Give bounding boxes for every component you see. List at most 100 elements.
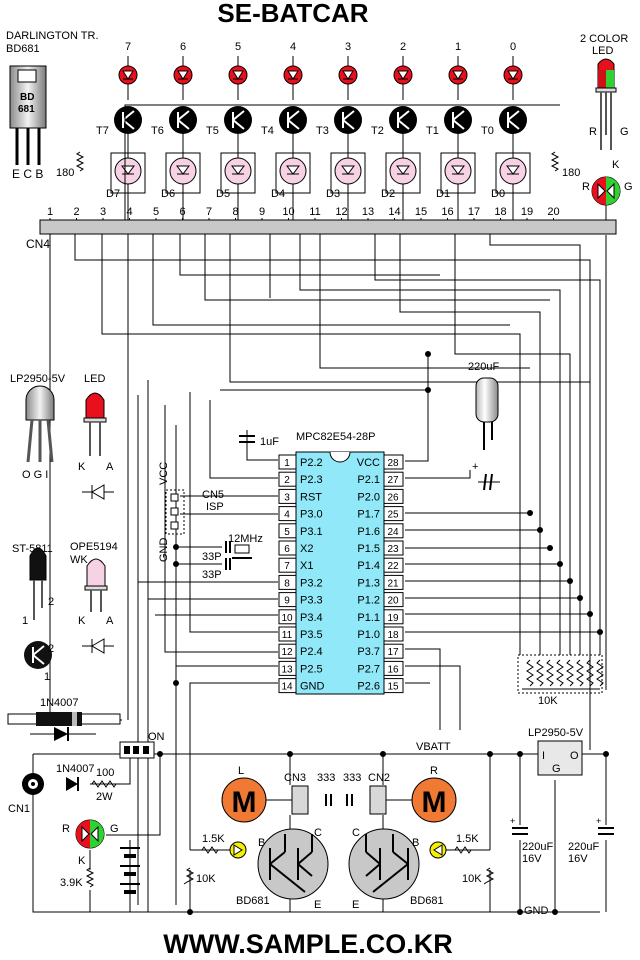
cap-br-plus: + <box>596 816 601 826</box>
mcu-pin-num-8: 8 <box>284 578 290 589</box>
mcu-pin-box <box>383 488 404 504</box>
mcu-pin-num-13: 13 <box>281 664 293 675</box>
res-2w-label: 2W <box>96 791 113 803</box>
mcu-pin-name-15: P2.6 <box>357 681 380 693</box>
mcu-pin-box <box>383 506 404 522</box>
photodiode-D2 <box>385 134 421 220</box>
cn3-label: CN3 <box>284 772 306 784</box>
right-tr-b: B <box>412 837 419 849</box>
isp-vcc-label: VCC <box>158 462 170 485</box>
resnet-element <box>596 659 604 687</box>
mcu-pin-num-5: 5 <box>284 527 290 538</box>
cn4-pin-1: 1 <box>47 206 53 218</box>
transistor-label-T4: T4 <box>261 125 274 137</box>
mcu-pin-box <box>278 678 297 694</box>
res-10k-right: 10K <box>462 873 482 885</box>
footer-url: WWW.SAMPLE.CO.KR <box>163 929 452 959</box>
cn4-pin-7: 7 <box>206 206 212 218</box>
mcu-pin-name-1: P2.2 <box>300 457 323 469</box>
resnet-element <box>546 659 554 687</box>
mcu-pin-box <box>278 609 297 625</box>
ope5194-wk: WK <box>70 554 88 566</box>
mcu-pin-num-26: 26 <box>387 492 399 503</box>
yellow-led-right: 1.5K 10K <box>429 833 495 885</box>
resnet-element <box>576 659 584 687</box>
cn4-pin-9: 9 <box>259 206 265 218</box>
isp-gnd-label: GND <box>158 538 170 563</box>
right-tr-c: C <box>352 827 360 839</box>
cap-333-left: 333 <box>317 772 335 784</box>
mcu-pin-name-10: P3.4 <box>300 612 323 624</box>
cn4-pin-16: 16 <box>441 206 453 218</box>
led-legend-k: K <box>78 461 86 473</box>
mcu-pin-box <box>278 488 297 504</box>
transistor-label-T0: T0 <box>481 125 494 137</box>
transistor-label-T3: T3 <box>316 125 329 137</box>
darlington-label-2: BD681 <box>6 43 40 55</box>
mcu-pin-name-19: P1.1 <box>357 612 380 624</box>
red-led-6 <box>173 56 193 100</box>
switch-on-label: ON <box>148 731 165 743</box>
left-tr-name: BD681 <box>236 895 270 907</box>
mcu-pin-num-2: 2 <box>284 475 290 486</box>
cap-333-right: 333 <box>343 772 361 784</box>
photodiode-D6 <box>165 134 201 220</box>
regulator-label: LP2950-5V <box>528 727 584 739</box>
battery-symbol <box>120 847 140 894</box>
mcu-pin-box <box>383 557 404 573</box>
mcu-pin-box <box>383 471 404 487</box>
mcu-pin-box <box>278 471 297 487</box>
motor-left: L M CN3 333 <box>221 765 335 823</box>
red-led-0 <box>503 56 523 100</box>
st5811-pin1: 1 <box>22 615 28 627</box>
red-led-2 <box>393 56 413 100</box>
mcu-pin-num-14: 14 <box>281 682 293 693</box>
mcu-name: MPC82E54-28P <box>296 431 376 443</box>
mcu-pin-box <box>278 540 297 556</box>
mcu-pin-box <box>278 643 297 659</box>
diode-label-D3: D3 <box>326 188 340 200</box>
mcu-pin-name-24: P1.6 <box>357 526 380 538</box>
cn4-pin-15: 15 <box>415 206 427 218</box>
darlington-body-1: BD <box>20 92 34 103</box>
mcu-pin-num-12: 12 <box>281 647 293 658</box>
led-legend-a: A <box>106 461 114 473</box>
mcu-pin-name-9: P3.3 <box>300 595 323 607</box>
transistor-T0 <box>499 106 527 134</box>
ope5194-label: OPE5194 <box>70 541 118 553</box>
mcu-pin-box <box>383 643 404 659</box>
st5811-sym-pin2: 2 <box>48 643 54 655</box>
mcu-pin-name-25: P1.7 <box>357 509 380 521</box>
cn4-pin-13: 13 <box>362 206 374 218</box>
led-index-5: 5 <box>235 41 241 53</box>
red-led-7 <box>118 56 138 100</box>
photodiode-D1 <box>440 134 476 220</box>
resistor-180-left: 180 <box>56 151 85 179</box>
cn4-pin-17: 17 <box>468 206 480 218</box>
mcu-pin-num-27: 27 <box>387 475 399 486</box>
page-title: SE-BATCAR <box>217 0 368 28</box>
mcu-pin-name-26: P2.0 <box>357 491 380 503</box>
photodiode-D4 <box>275 134 311 220</box>
mcu-pin-name-8: P3.2 <box>300 577 323 589</box>
cap-1uf-label: 1uF <box>260 436 279 448</box>
mcu-pin-box <box>383 678 404 694</box>
bicolor-r: R <box>582 181 590 193</box>
mcu-pin-box <box>278 557 297 573</box>
mcu-pin-name-14: GND <box>300 681 325 693</box>
red-led-1 <box>448 56 468 100</box>
mcu-pin-num-4: 4 <box>284 510 290 521</box>
mcu-pin-num-19: 19 <box>387 613 399 624</box>
mcu-pin-num-10: 10 <box>281 613 293 624</box>
resnet-element <box>566 659 574 687</box>
cn4-pin-19: 19 <box>521 206 533 218</box>
right-tr-e: E <box>352 899 359 911</box>
mcu-pin-num-6: 6 <box>284 544 290 555</box>
cap-br-voltage: 16V <box>568 853 588 865</box>
mcu-pin-name-7: X1 <box>300 560 313 572</box>
yellow-led-left: 1.5K 10K <box>183 833 247 885</box>
mcu-pin-name-17: P3.7 <box>357 646 380 658</box>
mcu-pin-num-18: 18 <box>387 630 399 641</box>
